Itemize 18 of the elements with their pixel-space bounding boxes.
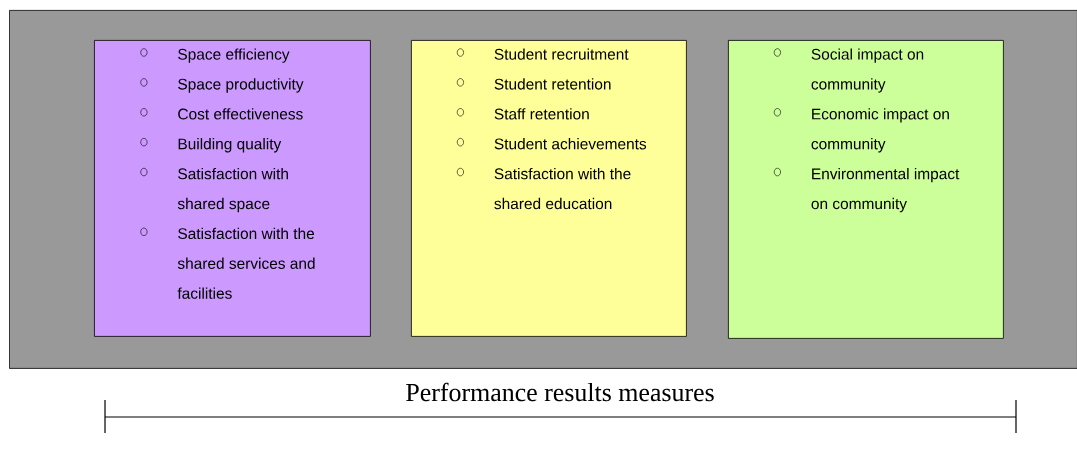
list-item: Satisfaction with the shared education [456,167,631,210]
bracket-label: Performance results measures [406,382,714,402]
list-item: Space productivity [140,78,304,93]
list-item: Cost effectiveness [140,108,303,120]
list-item: Student achievements [456,138,647,150]
list-box [728,40,1004,339]
list-box [411,40,687,337]
list-item: Student recruitment [456,48,629,60]
list-item: Economic impact on community [773,108,949,153]
list-item: Social impact on community [773,48,924,93]
list-box [94,40,371,337]
list-item: Satisfaction with the shared services and facilities [140,227,315,299]
list-item: Student retention [456,78,611,90]
list-item: Building quality [140,138,282,153]
list-item: Satisfaction with shared space [140,167,288,213]
list-item: Staff retention [456,108,589,120]
list-item: Environmental impact on community [773,167,960,213]
list-item: Space efficiency [140,48,290,63]
